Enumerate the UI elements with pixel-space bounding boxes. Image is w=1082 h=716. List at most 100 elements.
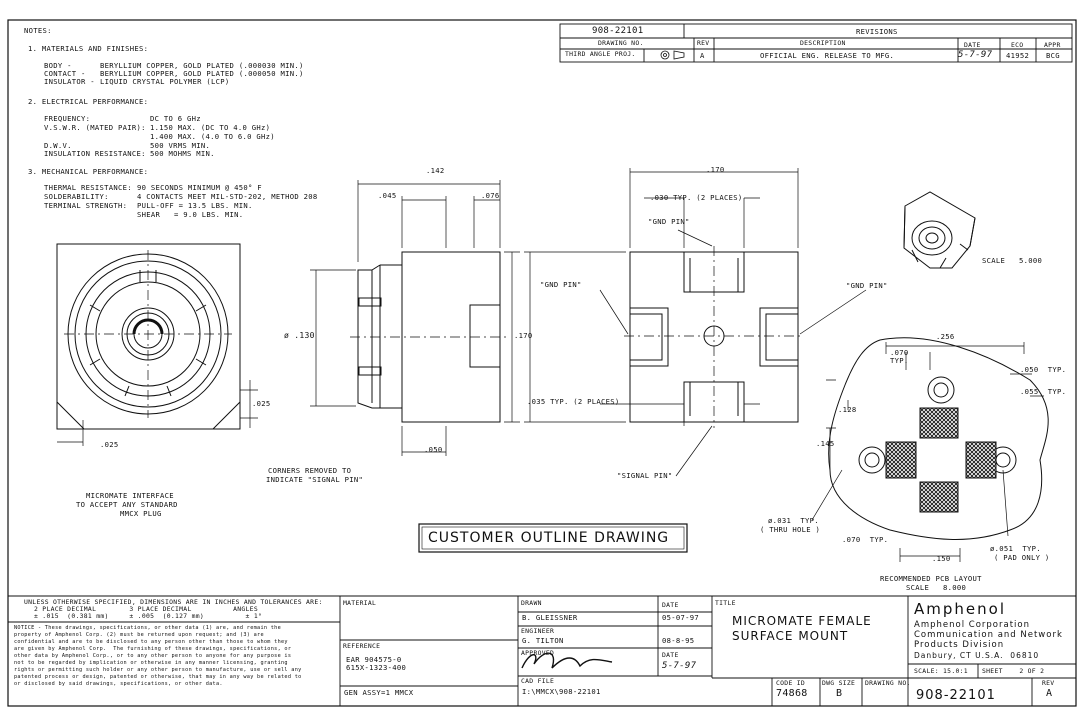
pcb-dim-051: ø.051 TYP. [990,544,1041,553]
title-block-grid [8,595,1076,706]
cad-file: I:\MMCX\908-22101 [522,687,601,696]
pcb-dim-070-bottom: .070 TYP. [842,535,889,544]
revisions-grid [559,23,1073,63]
rev-third-angle: THIRD ANGLE PROJ. [565,50,636,58]
title-line2: SURFACE MOUNT [732,629,849,643]
pcb-dim-031: ø.031 TYP. [768,516,819,525]
scale-value: SCALE: 15.0:1 [914,667,968,675]
material-label-contact: CONTACT - [44,69,86,78]
drawing-border [7,19,1077,707]
drawn-label: DRAWN [521,599,542,607]
label-signal-pin: "SIGNAL PIN" [617,471,673,480]
rev-description-label: DESCRIPTION [800,39,846,47]
dim-025-corner: .025 [252,399,271,408]
rev-row-description: OFFICIAL ENG. RELEASE TO MFG. [760,51,895,60]
tolerance-line3: ± .015 (0.381 mm) ± .005 (0.127 mm) ± 1° [34,612,263,620]
dim-142: .142 [426,166,445,175]
rev-eco-label: ECO [1011,41,1024,49]
tolerance-line2: 2 PLACE DECIMAL 3 PLACE DECIMAL ANGLES [34,605,258,613]
iso-scale-label: SCALE 5.000 [982,256,1043,265]
corners-note-line1: CORNERS REMOVED TO [268,466,352,475]
dwg-size: B [836,688,843,699]
pcb-dim-055: .055 TYP. [1020,387,1067,396]
label-gnd-pin-right: "GND PIN" [846,281,888,290]
signature [521,652,613,669]
pcb-dim-256: .256 [936,332,955,341]
pcb-layout-scale: SCALE 8.000 [906,583,967,592]
approved-label: APPROVED [521,649,555,657]
elec-value-0: DC TO 6 GHz [150,114,201,123]
company-line4: Danbury, CT U.S.A. 06810 [914,651,1040,660]
pcb-layout [811,337,1049,562]
gen-assy: GEN ASSY=1 MMCX [344,688,414,697]
dim-025-bottom: .025 [100,440,119,449]
elec-label-0: FREQUENCY: [44,114,91,123]
mech-value-1: 4 CONTACTS MEET MIL-STD-202, METHOD 208 [137,192,318,201]
notice-line-8: or disclosed by said drawings, specifica… [14,681,223,687]
reference-line1: EAR 904575-0 [346,655,402,664]
title-label: TITLE [715,599,736,607]
approved-date-label: DATE [662,651,679,659]
pcb-dim-145: .145 [816,439,835,448]
drawing-no-label: DRAWING NO. [865,679,911,687]
material-value-body: BERYLLIUM COPPER, GOLD PLATED (.000030 M… [100,61,304,70]
material-label: MATERIAL [343,599,377,607]
elec-value-4: 500 MOHMS MIN. [150,149,215,158]
material-label-body: BODY - [44,61,72,70]
rev-row-eco: 41952 [1006,51,1030,60]
notice-line-3: are given by Amphenol Corp. The furnishi… [14,646,292,652]
rev-row-date: 5-7-97 [958,50,993,60]
notes-section-2: 2. ELECTRICAL PERFORMANCE: [28,97,149,106]
pcb-dim-050: .050 TYP. [1020,365,1067,374]
pcb-pad-only: ( PAD ONLY ) [994,553,1050,562]
rev-doc-number: 908-22101 [592,26,644,36]
approved-date: 5-7-97 [662,661,697,671]
rev-value: A [1046,688,1053,699]
drawn-name: B. GLEISSNER [522,613,578,622]
notes-section-1: 1. MATERIALS AND FINISHES: [28,44,149,53]
elec-label-1: V.S.W.R. (MATED PAIR): [44,123,146,132]
notice-line-5: not to be regarded by implication or oth… [14,660,288,666]
title-line1: MICROMATE FEMALE [732,614,872,628]
company-line3: Products Division [914,640,1005,650]
rev-date-label: DATE [964,41,981,49]
dim-030-typ: .030 TYP. (2 PLACES) [650,193,743,202]
tolerance-line1: UNLESS OTHERWISE SPECIFIED, DIMENSIONS A… [24,598,323,606]
pcb-thru-hole: ( THRU HOLE ) [760,525,821,534]
dim-035-typ: .035 TYP. (2 PLACES) [527,397,620,406]
company-logo: Amphenol [914,600,1006,618]
dwg-size-label: DWG SIZE [822,679,856,687]
dim-076: .076 [481,191,500,200]
notice-line-6: rights or permitting such holder or any … [14,667,302,673]
rev-row-appr: BCG [1046,51,1060,60]
label-gnd-pin-top: "GND PIN" [648,217,690,226]
pcb-dim-070-top: .070 [890,348,909,357]
third-angle-symbol [660,50,685,60]
customer-outline-banner: CUSTOMER OUTLINE DRAWING [428,530,670,546]
rev-title: REVISIONS [856,27,898,36]
front-view [56,243,241,430]
elec-value-1: 1.150 MAX. (DC TO 4.0 GHz) [150,123,271,132]
rev-label: REV [1042,679,1055,687]
notes-section-3: 3. MECHANICAL PERFORMANCE: [28,167,149,176]
rev-appr-label: APPR [1044,41,1061,49]
engineer-name: G. TILTON [522,636,564,645]
pcb-dim-typ: TYP. [890,356,909,365]
drawing-no: 908-22101 [916,688,996,703]
iso-view [903,191,976,269]
drawn-date-label: DATE [662,601,679,609]
notice-line-2: confidential and are to be disclosed to … [14,639,288,645]
cad-file-label: CAD FILE [521,677,555,685]
label-gnd-pin-left: "GND PIN" [540,280,582,289]
notes-heading: NOTES: [24,26,52,35]
pcb-dim-128: .128 [838,405,857,414]
company-line2: Communication and Network [914,630,1063,640]
pcb-pads [885,407,997,513]
rev-row-rev: A [700,51,705,60]
side-view [57,180,520,456]
mech-label-1: SOLDERABILITY: [44,192,109,201]
notice-line-1: property of Amphenol Corp. (2) must be r… [14,632,264,638]
notice-line-4: other data by Amphenol Corp., or to any … [14,653,292,659]
dim-130: ø .130 [284,331,315,340]
